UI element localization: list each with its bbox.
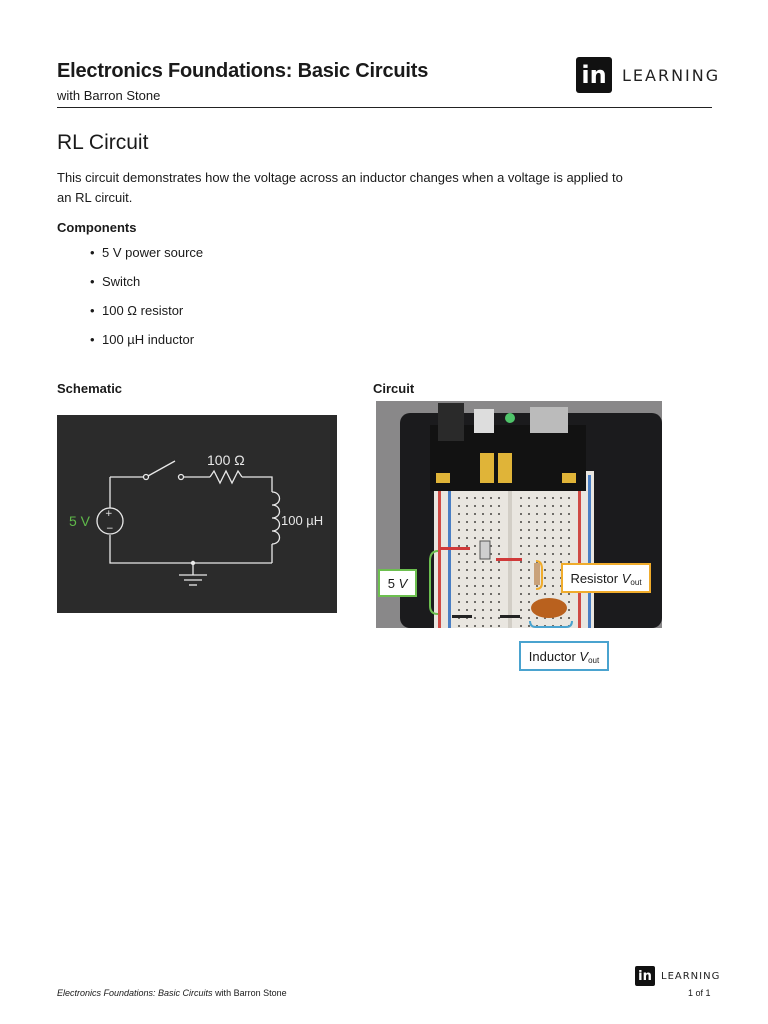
footer-course-title: Electronics Foundations: Basic Circuits xyxy=(57,988,213,998)
red-jumper-wire xyxy=(440,547,470,550)
slide-switch xyxy=(479,540,491,560)
intro-paragraph: This circuit demonstrates how the voltag… xyxy=(57,170,623,205)
resistor-value-label: 100 Ω xyxy=(207,452,245,468)
circuit-heading: Circuit xyxy=(373,381,415,396)
schematic-svg: + − 5 V 100 Ω 100 µH xyxy=(69,452,323,586)
logo-wordmark: LEARNING xyxy=(622,65,721,85)
breadboard-illustration xyxy=(376,401,662,628)
list-item: 5 V power source xyxy=(90,245,203,274)
component-item-resistor: 100 Ω resistor xyxy=(102,303,184,318)
source-voltage-label: 5 V xyxy=(69,513,91,529)
list-item: 100 Ω resistor xyxy=(90,303,203,332)
footer-logo-wordmark: LEARNING xyxy=(661,970,721,982)
footer-instructor: with Barron Stone xyxy=(212,988,287,998)
ground-icon xyxy=(179,563,207,586)
linkedin-learning-logo: in LEARNING xyxy=(576,57,720,93)
linkedin-logo-icon: in xyxy=(576,57,612,93)
voltage-source-icon xyxy=(96,507,124,535)
header-divider xyxy=(57,107,712,108)
callout-inductor-prefix: Inductor xyxy=(528,648,576,664)
schematic-heading: Schematic xyxy=(57,381,123,396)
list-item: 100 µH inductor xyxy=(90,332,203,361)
list-item: Switch xyxy=(90,274,203,303)
toroid-inductor xyxy=(531,598,567,618)
component-item-power: 5 V power source xyxy=(102,245,204,260)
callout-resistor-subscript: out xyxy=(630,577,642,587)
components-list: 5 V power source Switch 100 Ω resistor 1… xyxy=(90,245,203,361)
junction-dot xyxy=(190,560,196,566)
wire-top-right xyxy=(242,476,273,492)
switch-icon xyxy=(142,460,185,481)
component-item-switch: Switch xyxy=(102,274,141,289)
source-bracket xyxy=(429,550,439,615)
callout-5v-unit: V xyxy=(398,575,408,591)
footer-logo: in LEARNING xyxy=(635,966,720,986)
source-plus-label: + xyxy=(105,509,113,519)
callout-resistor-prefix: Resistor xyxy=(570,570,619,586)
circuit-photo xyxy=(376,401,662,628)
component-item-inductor: 100 µH inductor xyxy=(102,332,195,347)
source-minus-label: − xyxy=(106,524,114,534)
red-jumper-wire-2 xyxy=(496,558,522,561)
callout-inductor-subscript: out xyxy=(588,655,600,665)
footer-course-credit: Electronics Foundations: Basic Circuits … xyxy=(57,988,287,998)
wire-bottom xyxy=(109,535,272,564)
power-switch xyxy=(474,409,494,433)
inductor-value-label: 100 µH xyxy=(281,513,323,528)
callout-source-voltage: 5 V xyxy=(378,569,417,597)
resistor-component xyxy=(534,563,540,585)
resistor-bracket xyxy=(535,560,543,590)
callout-inductor-symbol: V xyxy=(579,648,589,664)
power-led xyxy=(505,413,515,423)
dc-jack xyxy=(438,403,464,441)
inductor-bracket xyxy=(529,620,573,628)
instructor-line: with Barron Stone xyxy=(57,88,161,103)
components-heading: Components xyxy=(57,220,137,235)
callout-resistor-symbol: V xyxy=(621,570,631,586)
callout-5v-value: 5 xyxy=(387,575,395,591)
page-number: 1 of 1 xyxy=(688,988,711,998)
inductor-icon xyxy=(271,491,281,545)
page-title: RL Circuit xyxy=(57,131,149,154)
course-title: Electronics Foundations: Basic Circuits xyxy=(57,60,429,82)
resistor-icon xyxy=(209,469,243,485)
linkedin-logo-icon: in xyxy=(635,966,655,986)
usb-port xyxy=(530,407,568,433)
schematic-diagram: + − 5 V 100 Ω 100 µH xyxy=(57,415,337,613)
